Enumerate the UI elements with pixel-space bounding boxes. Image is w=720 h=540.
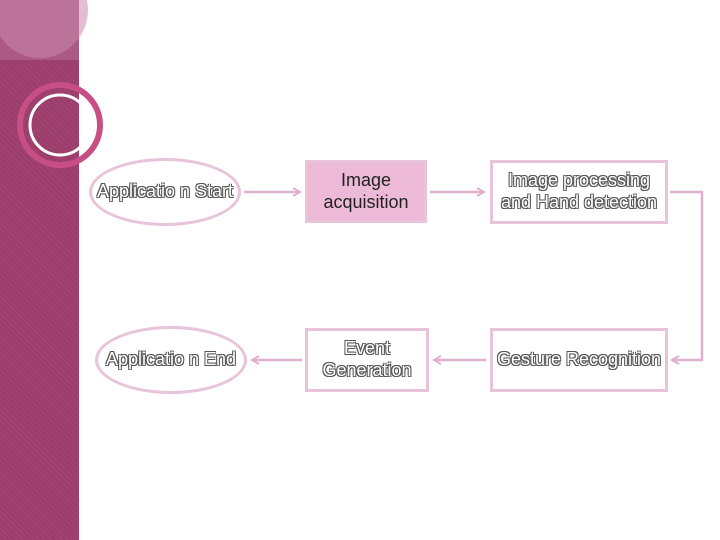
decorative-circle-large	[0, 0, 88, 58]
node-image-acquisition: Image acquisition	[305, 160, 427, 223]
node-event-generation: Event Generation	[305, 328, 429, 392]
node-gesture-recognition: Gesture Recognition	[490, 328, 668, 392]
node-image-processing: Image processing and Hand detection	[490, 160, 668, 224]
node-application-start: Applicatio n Start	[89, 158, 241, 226]
node-application-end: Applicatio n End	[95, 326, 247, 394]
decorative-shapes	[0, 0, 103, 168]
arrow-processing-to-gesture	[670, 190, 704, 360]
decorative-ring-outer	[17, 82, 103, 168]
decorative-ring-inner	[28, 93, 92, 157]
